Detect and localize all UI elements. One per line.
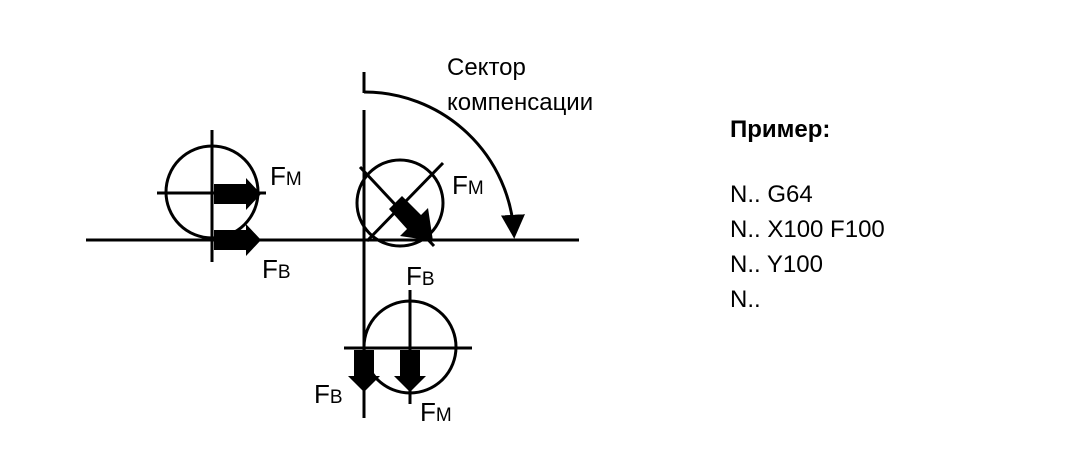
fb-label-bottom: FB (314, 379, 343, 409)
fm-arrow-left (214, 178, 261, 210)
sector-label-line2: компенсации (447, 89, 593, 116)
compensation-sector-arc (363, 90, 525, 239)
fm-arrow-corner (389, 196, 433, 241)
example-line-2: N.. X100 F100 (730, 216, 885, 243)
example-title: Пример: (730, 116, 831, 143)
fm-label-corner: FM (452, 170, 484, 200)
fm-label-left: FM (270, 161, 302, 191)
fb-label-corner: FB (406, 261, 435, 291)
tool-left (157, 130, 266, 262)
fb-label-left: FB (262, 254, 291, 284)
fb-arrow-left (214, 224, 261, 256)
example-line-3: N.. Y100 (730, 251, 823, 278)
tool-corner (355, 158, 445, 248)
tool-circle-corner (355, 158, 445, 248)
example-line-1: N.. G64 (730, 181, 813, 208)
example-block: Пример: N.. G64 N.. X100 F100 N.. Y100 N… (730, 112, 885, 317)
fb-arrow-bottom (348, 350, 380, 392)
example-line-4: N.. (730, 286, 761, 313)
sector-label-line1: Сектор (447, 54, 526, 81)
fm-label-bottom: FM (420, 397, 452, 427)
tool-bottom (344, 290, 472, 404)
fm-arrow-bottom (394, 350, 426, 392)
